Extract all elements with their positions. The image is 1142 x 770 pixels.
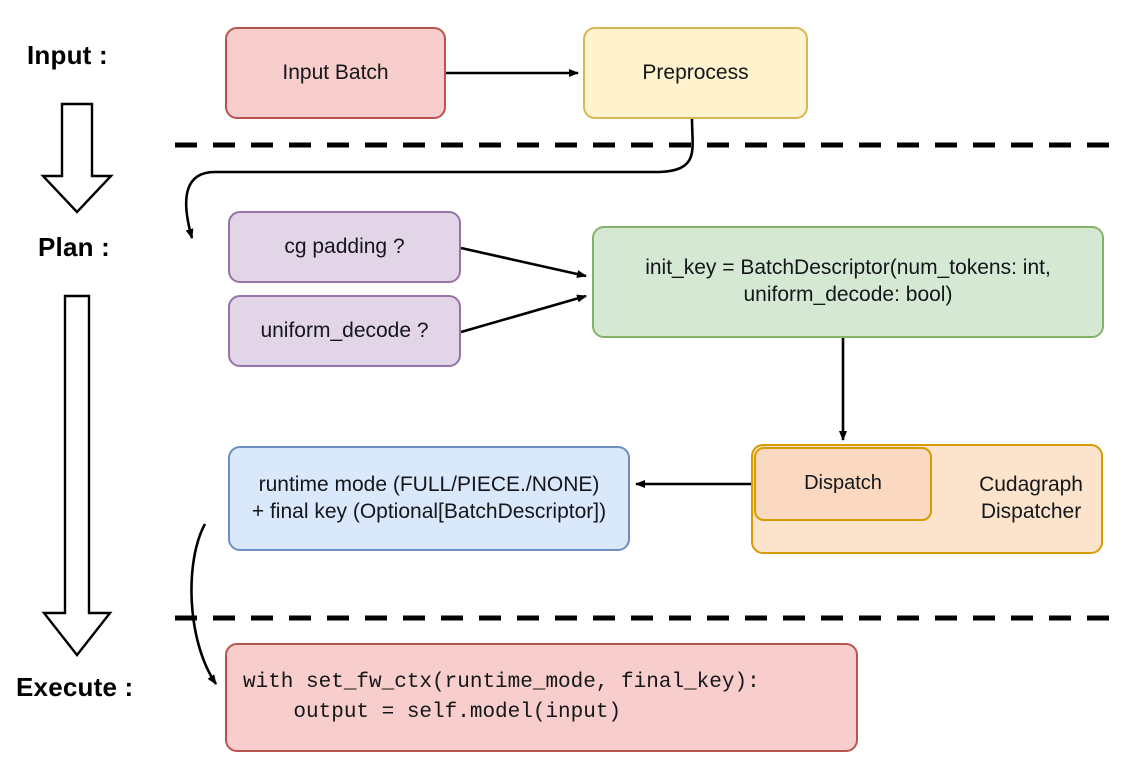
node-runtime-mode-line1: runtime mode (FULL/PIECE./NONE) — [258, 472, 600, 496]
node-cg-padding[interactable]: cg padding ? — [228, 211, 461, 283]
node-dispatch[interactable]: Dispatch — [754, 447, 932, 521]
node-init-key-line2: uniform_decode: bool) — [743, 283, 953, 306]
node-cudagraph-dispatcher-line2: Dispatcher — [980, 500, 1082, 523]
stage-label-input: Input : — [27, 40, 108, 70]
input-to-plan-arrow — [40, 102, 114, 214]
node-input-batch-label: Input Batch — [282, 60, 389, 84]
plan-to-execute-arrow — [41, 294, 113, 657]
node-init-key[interactable]: init_key = BatchDescriptor(num_tokens: i… — [592, 226, 1104, 338]
node-cg-padding-label: cg padding ? — [284, 234, 405, 258]
node-preprocess[interactable]: Preprocess — [583, 27, 808, 119]
node-preprocess-label: Preprocess — [642, 60, 749, 84]
node-cudagraph-dispatcher-line1: Cudagraph — [979, 473, 1083, 497]
edge-cg-padding-to-init-key — [460, 246, 587, 278]
stage-label-plan: Plan : — [38, 232, 110, 262]
node-input-batch[interactable]: Input Batch — [225, 27, 446, 119]
node-dispatch-label: Dispatch — [804, 472, 882, 495]
stage-label-execute: Execute : — [16, 672, 134, 702]
node-uniform-decode[interactable]: uniform_decode ? — [228, 295, 461, 367]
edge-runtime-mode-to-execute-code — [190, 523, 218, 685]
node-init-key-line1: init_key = BatchDescriptor(num_tokens: i… — [645, 256, 1051, 280]
node-uniform-decode-label: uniform_decode ? — [260, 318, 429, 342]
node-execute-code-line1: with set_fw_ctx(runtime_mode, final_key)… — [243, 670, 760, 694]
node-runtime-mode[interactable]: runtime mode (FULL/PIECE./NONE) + final … — [228, 446, 630, 551]
node-execute-code-line2: output = self.model(input) — [243, 700, 622, 724]
edge-uniform-decode-to-init-key — [460, 294, 587, 334]
node-execute-code[interactable]: with set_fw_ctx(runtime_mode, final_key)… — [225, 643, 858, 752]
node-runtime-mode-line2: + final key (Optional[BatchDescriptor]) — [251, 499, 607, 523]
